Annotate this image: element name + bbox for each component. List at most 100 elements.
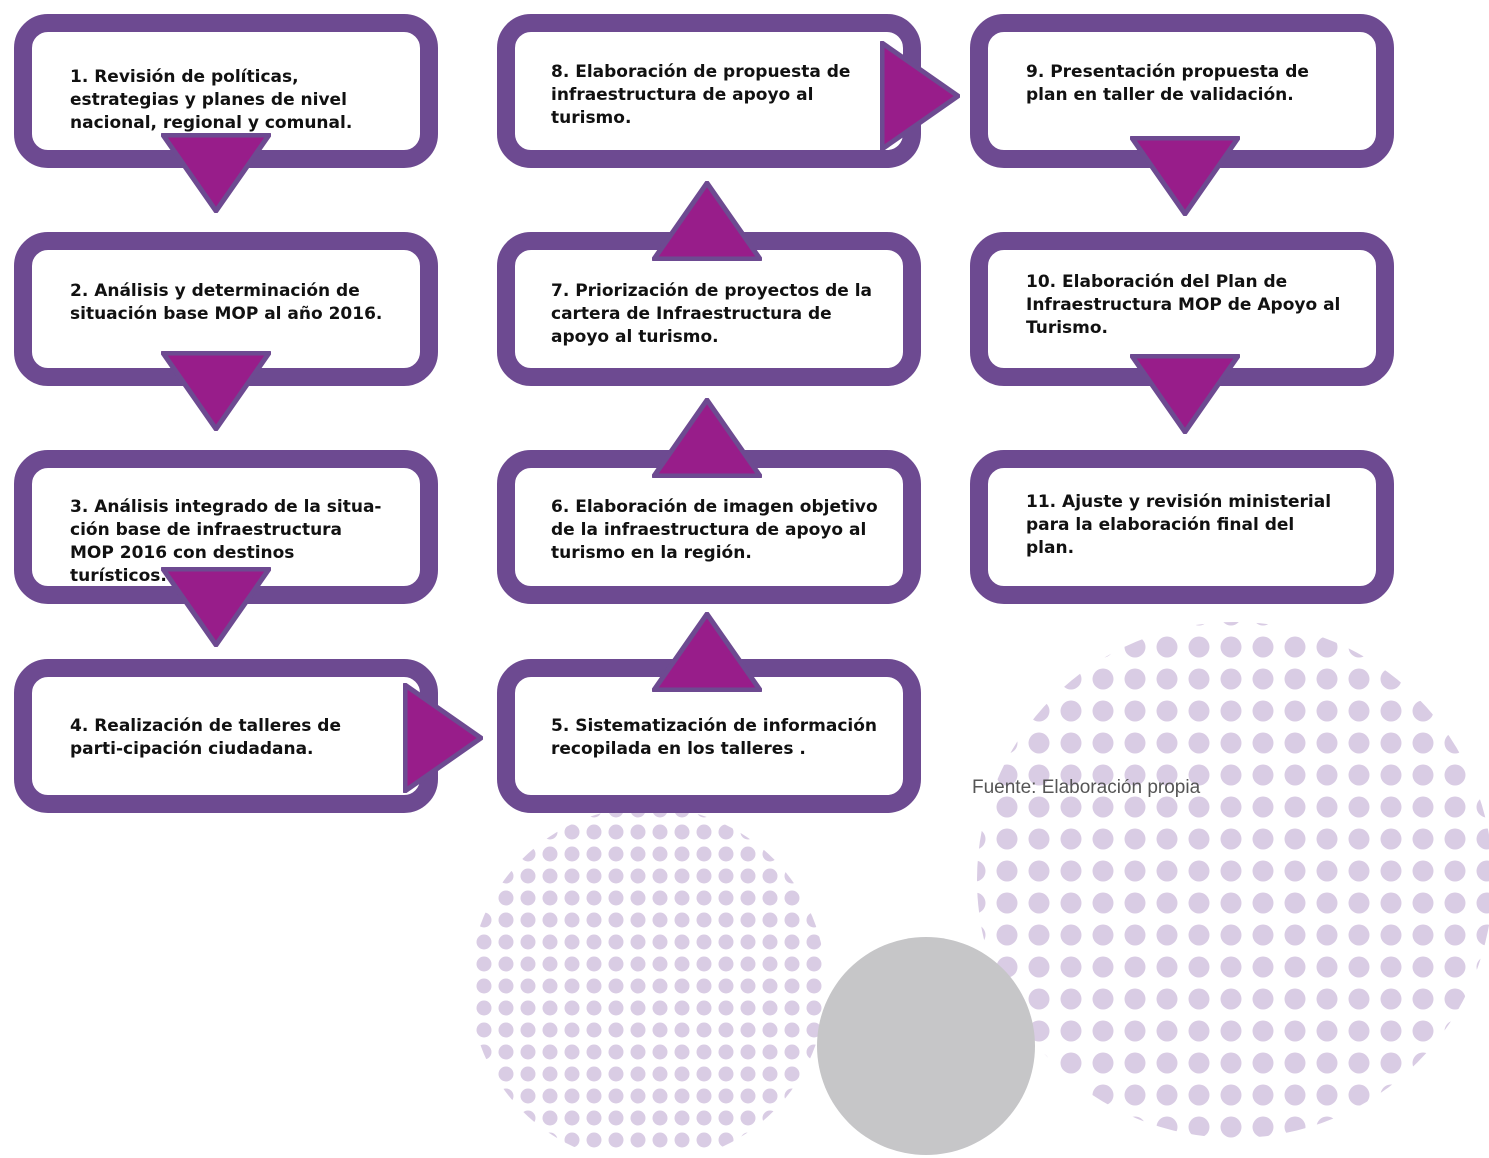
decorative-dot [586,868,602,884]
decorative-dot [476,934,492,950]
decorative-dot [1316,956,1338,978]
decorative-dot [630,1132,646,1148]
decorative-dot [806,1000,822,1016]
decorative-dot [1444,622,1466,626]
decorative-dot [630,1000,646,1016]
decorative-dot [977,636,986,658]
decorative-dot [996,636,1018,658]
decorative-dot [1284,636,1306,658]
decorative-dot [696,824,712,840]
decorative-dot [1252,892,1274,914]
decorative-dot [1476,892,1489,914]
dotted-circle-left [455,807,844,1148]
arrow-up-icon [652,398,762,478]
decorative-dot [1252,732,1274,754]
decorative-dot [718,934,734,950]
arrow-right-icon [880,41,960,151]
decorative-dot [829,1133,844,1148]
decorative-dot [1060,828,1082,850]
decorative-dot [1028,1084,1050,1106]
decorative-dot [1060,860,1082,882]
decorative-dot [1156,1020,1178,1042]
decorative-dot [1092,796,1114,818]
decorative-dot [476,1088,492,1104]
step-box-8 [497,14,921,168]
decorative-dot [1092,1116,1114,1138]
decorative-dot [520,1044,536,1060]
decorative-dot [1412,828,1434,850]
decorative-dot [608,890,624,906]
decorative-dot [608,1132,624,1148]
decorative-dot [996,924,1018,946]
decorative-dot [1188,956,1210,978]
decorative-dot [1124,1052,1146,1074]
decorative-dot [829,957,844,972]
decorative-dot [1252,668,1274,690]
decorative-dot [455,935,470,950]
decorative-dot [1316,796,1338,818]
decorative-dot [1316,1052,1338,1074]
decorative-dot [586,1132,602,1148]
decorative-dot [674,824,690,840]
decorative-dot [674,1022,690,1038]
decorative-dot [762,1000,778,1016]
decorative-dot [784,1000,800,1016]
decorative-dot [1412,956,1434,978]
decorative-dot [1156,988,1178,1010]
decorative-dot [1220,956,1242,978]
decorative-dot [1412,636,1434,658]
decorative-dot [652,824,668,840]
decorative-dot [718,890,734,906]
decorative-dot [455,1133,470,1148]
decorative-dot [1380,732,1402,754]
decorative-dot [630,868,646,884]
decorative-dot [1380,924,1402,946]
decorative-dot [1476,636,1489,658]
decorative-dot [1316,1116,1338,1138]
decorative-dot [829,891,844,906]
step-text-2: 2. Análisis y determinación de situación… [70,281,383,324]
decorative-dot [542,868,558,884]
decorative-dot [1220,1052,1242,1074]
decorative-dot [696,1044,712,1060]
decorative-dot [1284,622,1306,626]
decorative-dot [1188,764,1210,786]
decorative-dot [1252,1052,1274,1074]
decorative-dot [630,912,646,928]
decorative-dot [586,1088,602,1104]
decorative-dot [1060,796,1082,818]
decorative-dot [1348,828,1370,850]
decorative-dot [1156,796,1178,818]
decorative-dot [630,1110,646,1126]
decorative-dot [542,978,558,994]
decorative-dot [1316,732,1338,754]
decorative-dot [1476,828,1489,850]
decorative-dot [1220,668,1242,690]
decorative-dot [520,1110,536,1126]
decorative-dot [740,1022,756,1038]
decorative-dot [977,796,986,818]
decorative-dot [977,828,986,850]
decorative-dot [674,1000,690,1016]
decorative-dot [564,1110,580,1126]
decorative-dot [1380,636,1402,658]
dotted-circle-right [977,622,1489,1138]
decorative-dot [1412,764,1434,786]
decorative-dot [784,1110,800,1126]
decorative-dot [762,1022,778,1038]
decorative-dot [652,1066,668,1082]
decorative-dot [520,934,536,950]
decorative-dot [784,824,800,840]
decorative-dot [1348,924,1370,946]
decorative-dot [762,934,778,950]
decorative-dot [652,1132,668,1148]
decorative-dot [740,824,756,840]
decorative-dot [1316,622,1338,626]
decorative-dot [455,979,470,994]
decorative-dot [542,1066,558,1082]
decorative-dot [1348,622,1370,626]
decorative-dot [608,934,624,950]
decorative-dot [718,912,734,928]
decorative-dot [1220,1084,1242,1106]
decorative-dot [1476,1116,1489,1138]
